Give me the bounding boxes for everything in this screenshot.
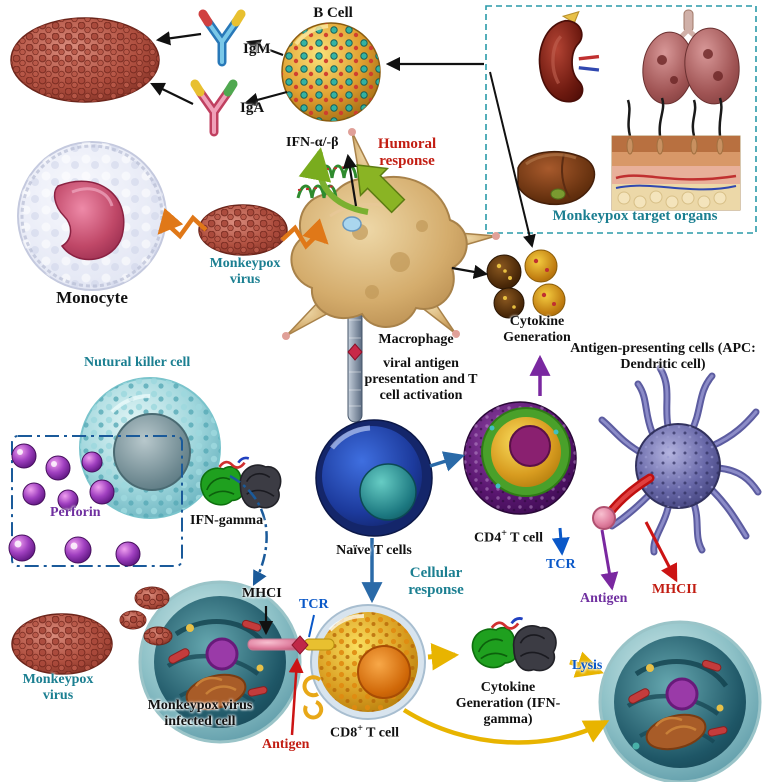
- monkeypox-virus-cluster-top-left: [10, 17, 160, 103]
- mhc1-label: MHCI: [242, 586, 282, 601]
- arrows: [150, 31, 678, 745]
- kidney-organ-icon: [538, 10, 600, 103]
- cytokine-generation-ifn-gamma-label: Cytokine Generation (IFN-gamma): [455, 680, 561, 727]
- antigen-cd8-label: Antigen: [262, 737, 310, 752]
- virus-entry-trail: [119, 586, 173, 646]
- skin-organ-icon: [611, 97, 741, 211]
- monkeypox-virus-upper-label: Monkeypox virus: [209, 256, 281, 287]
- natural-killer-cell: [79, 377, 221, 519]
- perforin-dashed-box: [11, 435, 183, 567]
- naive-t-cells-label: Naïve T cells: [336, 543, 412, 558]
- cd8-t-cell: [302, 604, 426, 720]
- target-organs-panel: [485, 5, 757, 234]
- iga-label: IgA: [240, 100, 265, 116]
- monocyte-cell: [17, 141, 167, 291]
- cytokine-spheres: [486, 249, 566, 319]
- humoral-response-arrow: [356, 164, 406, 214]
- perforin-granules: [8, 443, 141, 567]
- monkeypox-target-organs-label: Monkeypox target organs: [552, 208, 718, 224]
- tcr-cd4-label: TCR: [546, 557, 576, 572]
- monkeypox-virus-lower-label: Monkeypox virus: [22, 672, 94, 703]
- ifn-gamma-label: IFN-gamma: [190, 513, 264, 528]
- dendritic-cell: [592, 364, 762, 556]
- b-cell-label: B Cell: [313, 5, 353, 21]
- mhc1-tcr-rods: [247, 635, 335, 655]
- viral-antigen-presentation-label: viral antigen presentation and T cell ac…: [364, 356, 478, 403]
- cd4-t-cell: [463, 401, 577, 515]
- target-cell-lysed: [600, 622, 760, 782]
- igm-label: IgM: [243, 41, 271, 57]
- naive-t-cell: [315, 419, 433, 537]
- mhc2-label: MHCII: [652, 582, 698, 597]
- cytokine-generation-label: Cytokine Generation: [503, 314, 571, 345]
- monocyte-label: Monocyte: [56, 288, 128, 307]
- monkeypox-virus-cluster-bottom-left: [11, 613, 113, 675]
- macrophage-cell: [282, 128, 500, 340]
- lungs-organ-icon: [642, 9, 740, 105]
- iga-antibody-icon: [190, 79, 238, 137]
- natural-killer-cell-label: Nutural killer cell: [84, 355, 191, 370]
- antigen-sphere: [592, 506, 616, 530]
- macrophage-to-bcell-green-arrow: [298, 147, 369, 215]
- b-cell: [281, 22, 381, 122]
- cd4-t-cell-label: CD4+ T cell: [474, 528, 543, 546]
- cd8-t-cell-label: CD8+ T cell: [330, 723, 399, 741]
- infected-cell-label: Monkeypox virus infected cell: [147, 698, 253, 729]
- apc-label: Antigen-presenting cells (APC: Dendritic…: [570, 341, 756, 372]
- igm-antibody-icon: [198, 9, 246, 67]
- monkeypox-virus-cluster-center: [198, 204, 288, 256]
- tcr-cd8-label: TCR: [299, 597, 329, 612]
- cellular-response-label: Cellular response: [408, 565, 464, 599]
- ifn-alpha-beta-label: IFN-α/-β: [286, 135, 339, 150]
- humoral-response-label: Humoral response: [377, 136, 437, 170]
- perforin-label: Perforin: [50, 505, 101, 520]
- macrophage-label: Macrophage: [378, 332, 454, 347]
- macrophage-vesicle: [342, 216, 362, 232]
- ifn-gamma-protein-cd8: [471, 617, 558, 672]
- antigen-dendritic-label: Antigen: [580, 591, 628, 606]
- liver-organ-icon: [517, 150, 596, 206]
- lysis-label: Lysis: [572, 658, 603, 673]
